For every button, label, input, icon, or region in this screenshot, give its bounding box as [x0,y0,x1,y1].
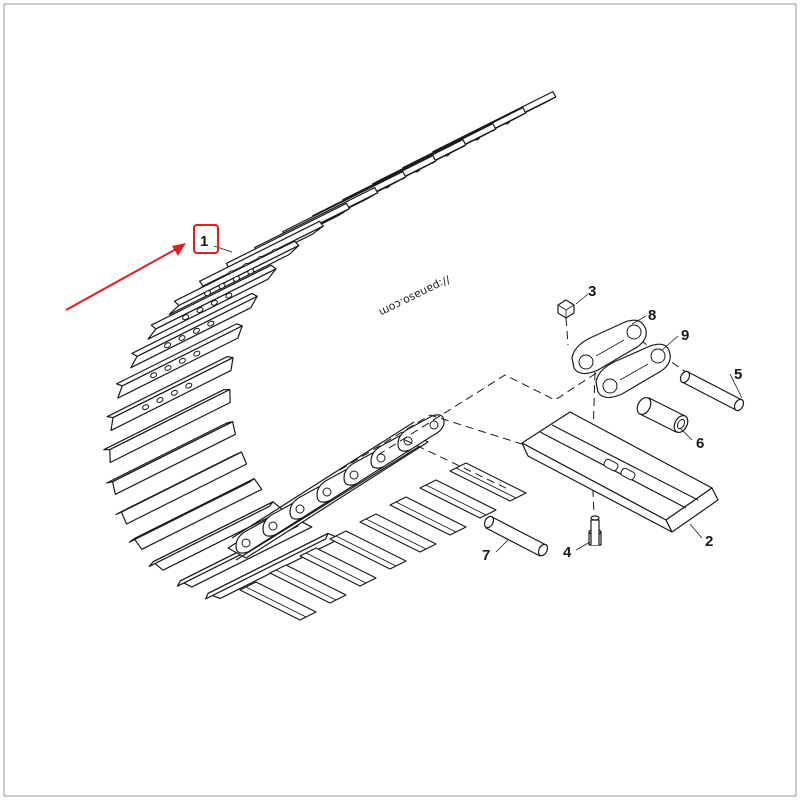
track-shoe-lower [389,496,467,536]
item-1-highlight [65,224,219,311]
callout-1-box [193,224,219,254]
callout-4: 4 [563,544,572,561]
callout-3: 3 [588,283,596,300]
highlight-arrowhead [172,243,186,256]
track-link-chain [227,414,445,561]
part-bushing [636,396,689,434]
track-shoe-lower [239,581,317,621]
part-track-shoe [521,411,719,533]
track-chain-assembly [103,91,557,621]
track-shoe-lower [329,530,407,570]
track-shoe-lower [419,479,497,519]
part-track-pin [679,370,745,412]
track-shoe-plate [205,532,341,600]
track-shoe-plate [130,292,258,369]
callout-2: 2 [705,533,713,550]
track-shoe-plate [106,421,237,495]
track-shoe-plate [168,240,300,316]
track-shoe-plate [115,323,243,399]
track-shoe-plate [103,388,231,464]
callout-5: 5 [734,366,742,383]
diagram-frame [3,3,797,797]
track-shoe-lower [269,564,347,604]
callout-6: 6 [696,435,704,452]
track-shoe-plate [147,264,277,340]
highlight-arrow [65,247,179,311]
part-master-pin [483,515,549,557]
track-shoe-plate [115,451,248,525]
track-shoe-lower [299,547,377,587]
callout-8: 8 [648,307,656,324]
track-shoe-lower [449,462,527,502]
callout-1: 1 [200,233,208,250]
track-shoe-plate [106,356,234,432]
part-track-link-right [595,343,671,399]
part-bolt [588,515,602,546]
watermark-text: //:panaso.com [377,273,453,319]
track-shoe-lower [359,513,437,553]
callout-9: 9 [681,327,689,344]
track-shoe-plate [128,478,263,550]
callout-7: 7 [482,547,490,564]
part-track-link-left [571,319,647,375]
part-nut [557,299,575,319]
